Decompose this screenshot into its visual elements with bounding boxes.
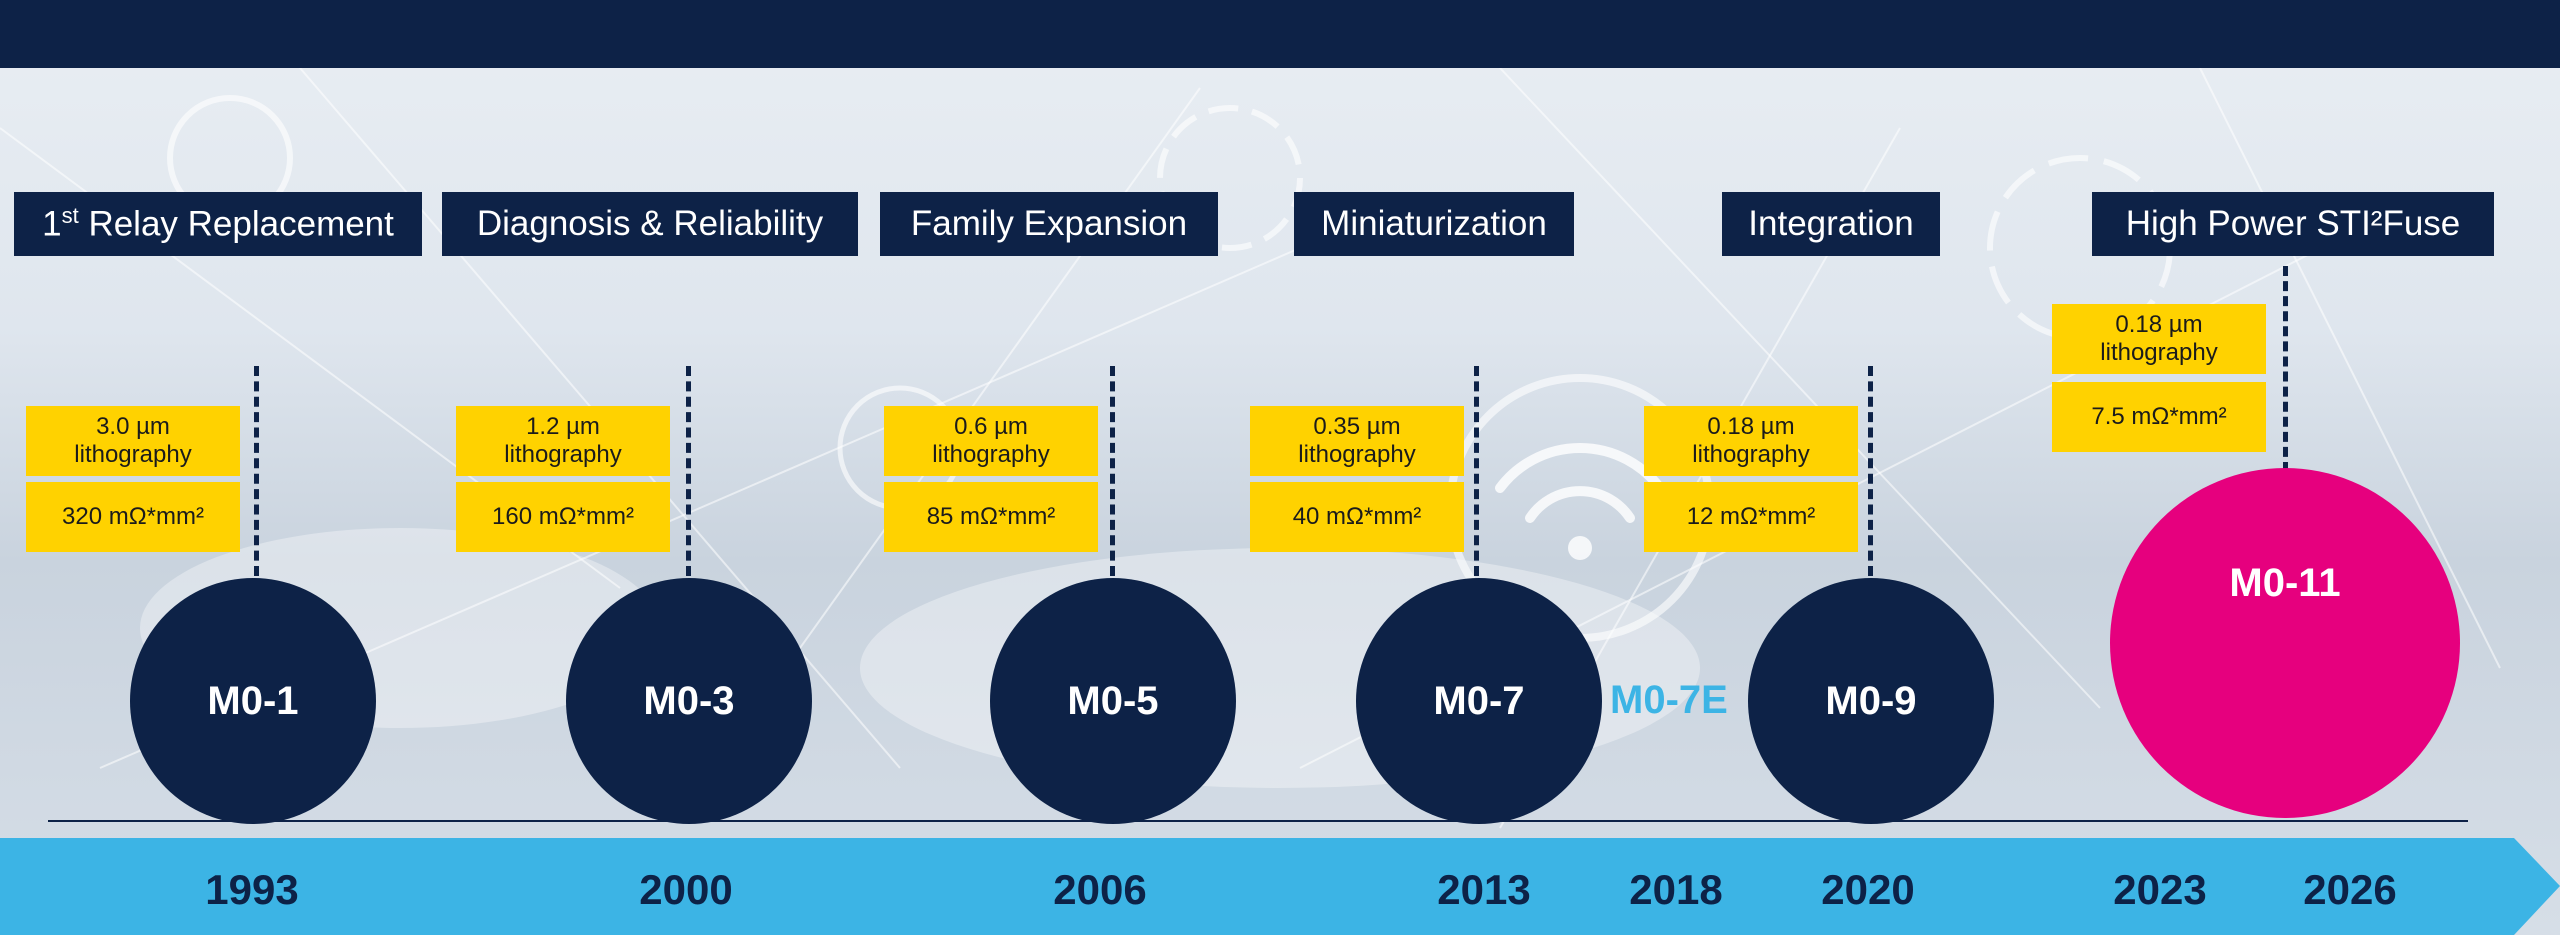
phase-label-miniaturization: Miniaturization xyxy=(1294,192,1574,256)
phase-label-relay-replacement: 1st Relay Replacement xyxy=(14,192,422,256)
phase-label-text: Family Expansion xyxy=(910,204,1188,243)
year-2026: 2026 xyxy=(2303,866,2397,913)
phase-label-diagnosis: Diagnosis & Reliability xyxy=(442,192,858,256)
litho-box-m0-11: 0.18 µm lithography xyxy=(2052,304,2266,374)
year-2006: 2006 xyxy=(1053,866,1147,913)
litho-box-m0-5: 0.6 µm lithography xyxy=(884,406,1098,476)
year-2013: 2013 xyxy=(1437,866,1531,913)
node-m0-1: M0-1 xyxy=(130,578,376,824)
node-m0-7: M0-7 xyxy=(1356,578,1602,824)
rdson-box-m0-1: 320 mΩ*mm² xyxy=(26,482,240,552)
year-1993: 1993 xyxy=(205,866,299,913)
connector-m0-7 xyxy=(1474,366,1479,576)
connector-m0-11 xyxy=(2283,266,2288,472)
rdson-box-m0-11: 7.5 mΩ*mm² xyxy=(2052,382,2266,452)
phase-label-high-power: High Power STI²Fuse xyxy=(2092,192,2494,256)
year-2000: 2000 xyxy=(639,866,733,913)
timeline-baseline xyxy=(48,820,2468,822)
timeline-arrow xyxy=(0,838,2560,935)
litho-box-m0-3: 1.2 µm lithography xyxy=(456,406,670,476)
top-banner xyxy=(0,0,2560,68)
rdson-box-m0-9: 12 mΩ*mm² xyxy=(1644,482,1858,552)
node-m0-9: M0-9 xyxy=(1748,578,1994,824)
connector-m0-5 xyxy=(1110,366,1115,576)
year-2018: 2018 xyxy=(1629,866,1723,913)
phase-label-text: High Power STI²Fuse xyxy=(2125,204,2461,243)
litho-box-m0-7: 0.35 µm lithography xyxy=(1250,406,1464,476)
phase-label-family-expansion: Family Expansion xyxy=(880,192,1218,256)
phase-label-text: Miniaturization xyxy=(1321,204,1547,243)
rdson-box-m0-7: 40 mΩ*mm² xyxy=(1250,482,1464,552)
litho-box-m0-1: 3.0 µm lithography xyxy=(26,406,240,476)
connector-m0-3 xyxy=(686,366,691,576)
litho-box-m0-9: 0.18 µm lithography xyxy=(1644,406,1858,476)
year-2023: 2023 xyxy=(2113,866,2207,913)
node-m0-3: M0-3 xyxy=(566,578,812,824)
phase-label-text: 1st Relay Replacement xyxy=(42,203,394,244)
node-m0-7e: M0-7E xyxy=(1610,678,1728,722)
year-2020: 2020 xyxy=(1821,866,1915,913)
phase-label-integration: Integration xyxy=(1722,192,1940,256)
connector-m0-9 xyxy=(1868,366,1873,576)
phase-label-text: Integration xyxy=(1748,204,1914,243)
rdson-box-m0-5: 85 mΩ*mm² xyxy=(884,482,1098,552)
phase-label-text: Diagnosis & Reliability xyxy=(476,204,824,243)
node-m0-11: M0-11 xyxy=(2110,468,2460,818)
node-m0-5: M0-5 xyxy=(990,578,1236,824)
rdson-box-m0-3: 160 mΩ*mm² xyxy=(456,482,670,552)
connector-m0-1 xyxy=(254,366,259,576)
